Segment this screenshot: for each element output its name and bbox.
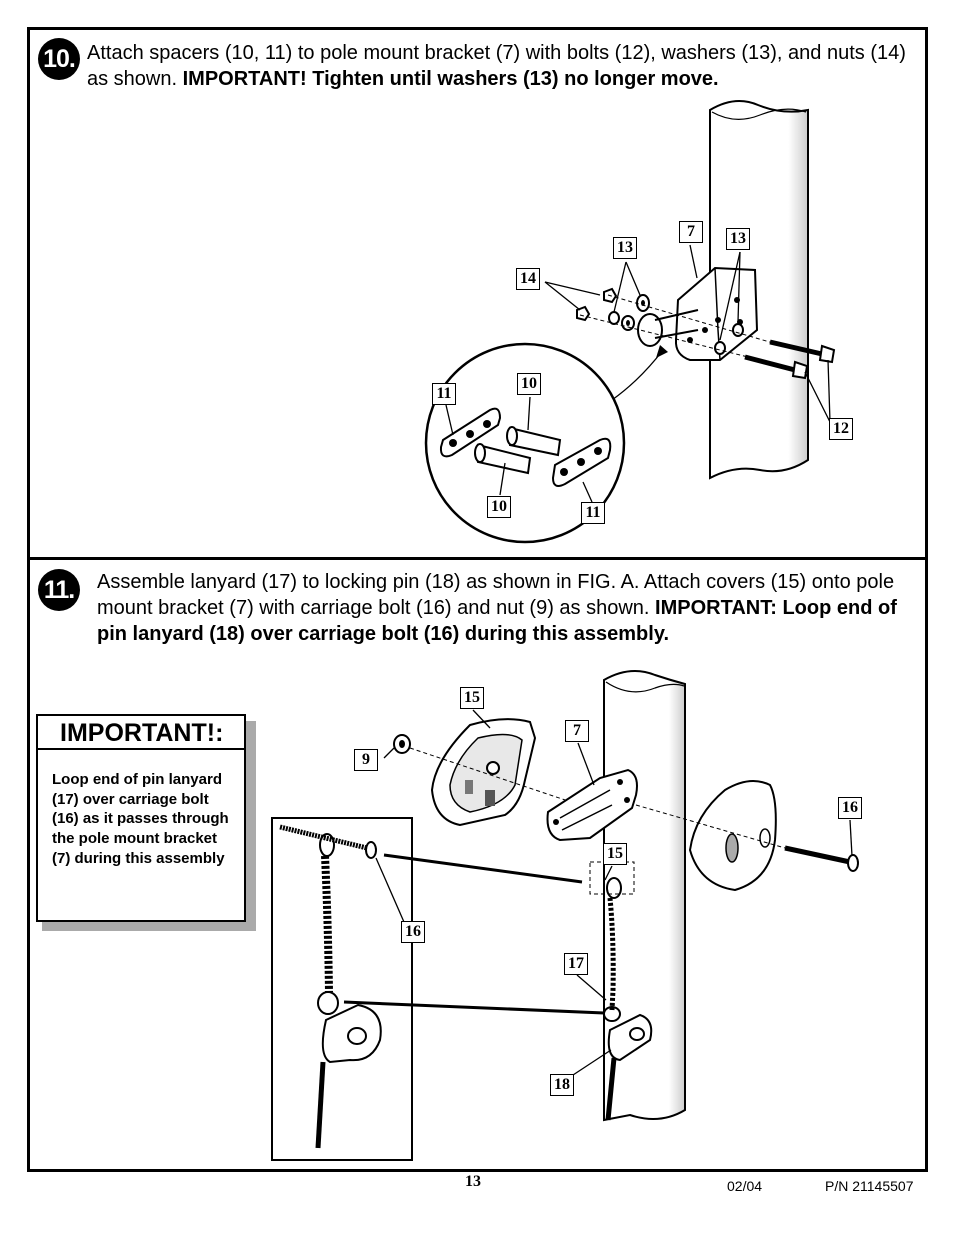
callout-15-slot: 15 bbox=[603, 843, 627, 865]
callout-11-right: 11 bbox=[581, 502, 605, 524]
callout-7: 7 bbox=[679, 221, 703, 243]
callout-7-step11: 7 bbox=[565, 720, 589, 742]
detail-circle-10 bbox=[424, 342, 626, 544]
step-10-important: IMPORTANT! Tighten until washers (13) no… bbox=[182, 68, 719, 90]
important-title: IMPORTANT!: bbox=[38, 716, 244, 750]
washers-nuts-10 bbox=[576, 287, 781, 361]
cover-15-right bbox=[688, 780, 777, 892]
callout-18: 18 bbox=[550, 1074, 574, 1096]
important-note-box: IMPORTANT!: Loop end of pin lanyard (17)… bbox=[36, 714, 246, 922]
leader-lines-11 bbox=[343, 709, 853, 1076]
callout-14: 14 bbox=[516, 268, 540, 290]
page-number: 13 bbox=[465, 1173, 481, 1190]
step-10-instructions: Attach spacers (10, 11) to pole mount br… bbox=[87, 40, 917, 92]
callout-16-fig-a: 16 bbox=[401, 921, 425, 943]
step-11-instructions: Assemble lanyard (17) to locking pin (18… bbox=[97, 569, 907, 647]
cover-15-left bbox=[430, 718, 537, 827]
callout-13-right: 13 bbox=[726, 228, 750, 250]
spacer-assembly-10 bbox=[637, 309, 699, 347]
callout-13-left: 13 bbox=[613, 237, 637, 259]
callout-10-bottom: 10 bbox=[487, 496, 511, 518]
nut-9 bbox=[393, 734, 611, 816]
callout-12: 12 bbox=[829, 418, 853, 440]
callout-16-right: 16 bbox=[838, 797, 862, 819]
bracket-11 bbox=[546, 768, 638, 842]
step-10-badge: 10. bbox=[38, 38, 80, 80]
locking-pin-18-installed bbox=[605, 1013, 653, 1121]
step-10-text: Attach spacers (10, 11) to pole mount br… bbox=[87, 42, 906, 90]
pole-10 bbox=[709, 100, 809, 480]
fig-a-box bbox=[271, 817, 413, 1161]
revision-date: 02/04 bbox=[727, 1178, 763, 1194]
bolts-12 bbox=[744, 339, 836, 380]
carriage-bolt-16 bbox=[635, 804, 859, 872]
step-11-text: Assemble lanyard (17) to locking pin (18… bbox=[97, 571, 895, 619]
step-11-badge: 11. bbox=[38, 569, 80, 611]
callout-17: 17 bbox=[564, 953, 588, 975]
lanyard-17-installed bbox=[603, 877, 622, 1022]
callout-11-left: 11 bbox=[432, 383, 456, 405]
callout-9: 9 bbox=[354, 749, 378, 771]
step-11-important: IMPORTANT: Loop end of pin lanyard (18) … bbox=[97, 597, 897, 645]
callout-10-top: 10 bbox=[517, 373, 541, 395]
part-number: P/N 21145507 bbox=[825, 1178, 914, 1194]
important-body: Loop end of pin lanyard (17) over carria… bbox=[52, 771, 229, 867]
callout-15-top: 15 bbox=[460, 687, 484, 709]
